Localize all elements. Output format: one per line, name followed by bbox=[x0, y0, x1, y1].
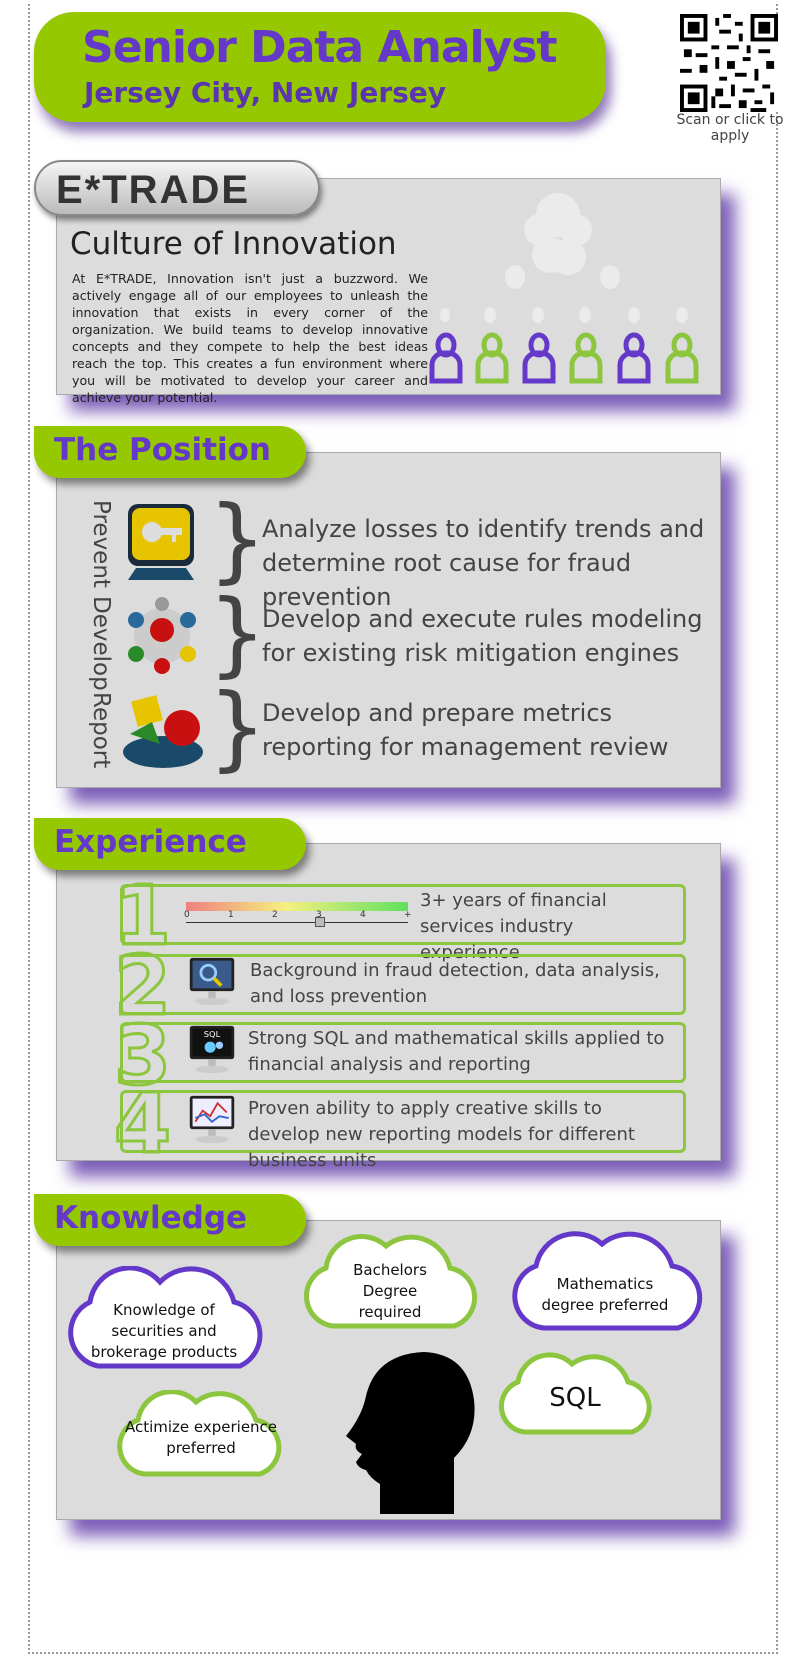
experience-item-1 bbox=[120, 884, 686, 945]
scale-label-3: 3 bbox=[316, 910, 322, 920]
cloud-securities: Knowledge of securities and brokerage pr… bbox=[90, 1300, 238, 1361]
position-text-2: Develop and execute rules modeling for e… bbox=[262, 605, 703, 667]
experience-text-3: Strong SQL and mathematical skills appli… bbox=[248, 1028, 665, 1075]
position-text-1: Analyze losses to identify trends and de… bbox=[262, 515, 705, 611]
molecule-icon bbox=[128, 597, 196, 674]
position-text-3: Develop and prepare metrics reporting fo… bbox=[262, 699, 669, 761]
position-tab: The Position bbox=[34, 426, 306, 478]
fraud-search-monitor-icon bbox=[189, 957, 235, 1006]
experience-title: Experience bbox=[54, 824, 247, 860]
key-monitor-icon bbox=[128, 504, 194, 580]
culture-heading: Culture of Innovation bbox=[70, 226, 397, 262]
scale-label-1: 1 bbox=[228, 910, 234, 920]
brace-1: } bbox=[208, 486, 267, 593]
chart-monitor-icon bbox=[189, 1095, 235, 1144]
experience-text-1: 3+ years of financial services industry … bbox=[420, 890, 607, 963]
knowledge-title: Knowledge bbox=[54, 1200, 248, 1236]
experience-tab: Experience bbox=[34, 818, 306, 870]
cloud-bachelors-shape bbox=[304, 1234, 478, 1329]
cloud-sql-shape bbox=[498, 1352, 652, 1435]
cloud-bachelors: Bachelors Degree required bbox=[353, 1260, 427, 1321]
job-location: Jersey City, New Jersey bbox=[84, 76, 447, 109]
experience-item-3 bbox=[120, 1022, 686, 1083]
experience-text-4: Proven ability to apply creative skills … bbox=[248, 1098, 635, 1171]
experience-panel bbox=[56, 843, 721, 1161]
position-title: The Position bbox=[54, 432, 271, 468]
cloud-actimize-shape bbox=[117, 1390, 282, 1477]
experience-scale: 0 1 2 3 4 + bbox=[184, 898, 412, 938]
scale-label-plus: + bbox=[404, 910, 412, 920]
scale-label-4: 4 bbox=[360, 910, 366, 920]
sql-monitor-icon: SQL bbox=[189, 1025, 235, 1074]
sql-icon-label: SQL bbox=[204, 1029, 221, 1039]
cloud-sql: SQL bbox=[549, 1383, 601, 1413]
knowledge-tab: Knowledge bbox=[34, 1194, 306, 1246]
qr-code-icon[interactable] bbox=[680, 14, 778, 112]
culture-body: At E*TRADE, Innovation isn't just a buzz… bbox=[72, 271, 428, 405]
experience-item-4 bbox=[120, 1090, 686, 1153]
brace-3: } bbox=[208, 674, 267, 781]
verb-develop: Develop bbox=[88, 596, 114, 691]
cloud-securities-shape bbox=[68, 1266, 263, 1369]
verb-report: Report bbox=[88, 692, 114, 769]
job-title: Senior Data Analyst bbox=[82, 22, 557, 73]
etrade-logo: E*TRADE bbox=[34, 160, 320, 216]
cloud-mathematics-shape bbox=[512, 1231, 703, 1331]
brace-2: } bbox=[208, 580, 267, 687]
title-banner bbox=[34, 12, 606, 122]
qr-caption: Scan or click to apply bbox=[676, 112, 784, 144]
verb-prevent: Prevent bbox=[88, 500, 114, 588]
logo-text: E*TRADE bbox=[56, 168, 251, 212]
experience-text-2: Background in fraud detection, data anal… bbox=[250, 960, 660, 1007]
scale-gradient-bar bbox=[186, 902, 408, 911]
head-silhouette-icon bbox=[346, 1352, 475, 1514]
scale-slider-handle[interactable] bbox=[315, 917, 325, 927]
scale-label-0: 0 bbox=[184, 910, 190, 920]
cloud-actimize: Actimize experience preferred bbox=[124, 1418, 278, 1457]
shapes-tray-icon bbox=[123, 695, 203, 768]
people-ideas-illustration bbox=[429, 193, 699, 384]
experience-item-2 bbox=[120, 954, 686, 1015]
page-border bbox=[28, 4, 778, 1654]
cloud-mathematics: Mathematics degree preferred bbox=[541, 1275, 669, 1314]
scale-label-2: 2 bbox=[272, 910, 278, 920]
